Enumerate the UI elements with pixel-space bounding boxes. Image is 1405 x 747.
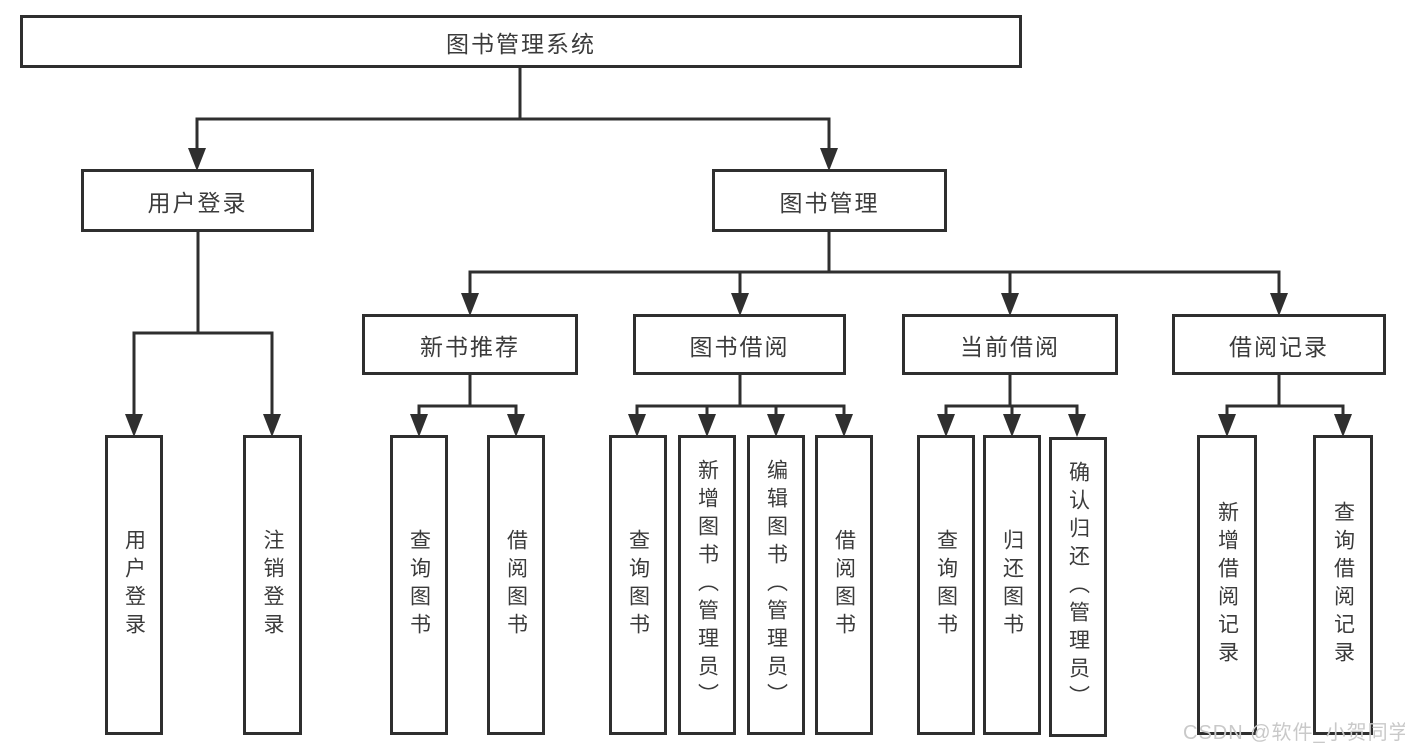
node-label: 编辑图书（管理员） — [764, 459, 788, 711]
node-new-book-recommend: 新书推荐 — [362, 314, 578, 375]
node-root-system: 图书管理系统 — [20, 15, 1022, 68]
node-label: 用户登录 — [122, 529, 146, 641]
node-current-borrowing: 当前借阅 — [902, 314, 1118, 375]
node-borrowing-records: 借阅记录 — [1172, 314, 1386, 375]
node-label: 新书推荐 — [420, 333, 520, 360]
node-book-management: 图书管理 — [712, 169, 947, 232]
arrowheads — [125, 148, 1352, 437]
node-label: 图书管理系统 — [446, 30, 596, 57]
leaf-user-login: 用户登录 — [105, 435, 163, 735]
node-label: 借阅图书 — [504, 529, 528, 641]
node-label: 图书借阅 — [689, 333, 790, 360]
node-label: 图书管理 — [779, 189, 880, 216]
node-label: 用户登录 — [147, 189, 248, 216]
node-label: 查询借阅记录 — [1331, 501, 1355, 669]
node-label: 查询图书 — [407, 529, 431, 641]
leaf-borrow-books-borrowing: 借阅图书 — [815, 435, 873, 735]
leaf-add-book-admin: 新增图书（管理员） — [678, 435, 736, 735]
leaf-query-books-recommend: 查询图书 — [390, 435, 448, 735]
watermark: CSDN @软件_小贺同学 — [1183, 722, 1405, 744]
node-label: 归还图书 — [1000, 529, 1024, 641]
leaf-add-borrow-record: 新增借阅记录 — [1197, 435, 1257, 735]
leaf-borrow-books-recommend: 借阅图书 — [487, 435, 545, 735]
node-label: 当前借阅 — [960, 333, 1060, 360]
node-label: 新增借阅记录 — [1215, 501, 1239, 669]
leaf-query-books-borrowing: 查询图书 — [609, 435, 667, 735]
node-label: 借阅图书 — [832, 529, 856, 641]
leaf-return-books: 归还图书 — [983, 435, 1041, 735]
leaf-query-borrow-record: 查询借阅记录 — [1313, 435, 1373, 735]
node-label: 确认归还（管理员） — [1066, 461, 1090, 713]
node-label: 查询图书 — [934, 529, 958, 641]
node-user-login: 用户登录 — [81, 169, 314, 232]
leaf-confirm-return-admin: 确认归还（管理员） — [1049, 437, 1107, 737]
node-label: 新增图书（管理员） — [695, 459, 719, 711]
leaf-query-books-current: 查询图书 — [917, 435, 975, 735]
node-label: 借阅记录 — [1229, 333, 1329, 360]
node-label: 查询图书 — [626, 529, 650, 641]
leaf-edit-book-admin: 编辑图书（管理员） — [747, 435, 805, 735]
node-book-borrowing: 图书借阅 — [633, 314, 846, 375]
node-label: 注销登录 — [261, 529, 284, 641]
leaf-logout: 注销登录 — [243, 435, 302, 735]
